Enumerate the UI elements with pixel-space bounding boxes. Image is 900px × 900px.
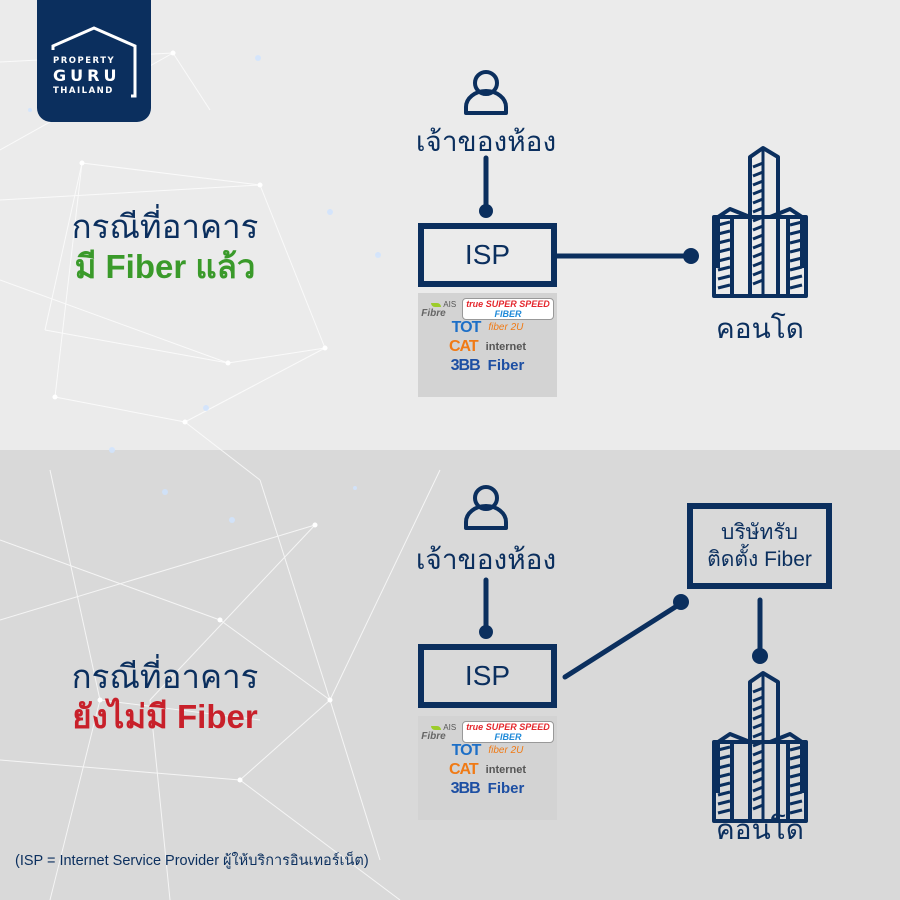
connector-dot	[479, 204, 493, 218]
logo-text-property: PROPERTY	[53, 56, 116, 66]
condo-label: คอนโด	[716, 814, 804, 845]
condo-label: คอนโด	[716, 313, 804, 344]
isp-box: ISP	[418, 223, 557, 287]
isp-installer-connector	[562, 601, 683, 680]
case-title-line1: กรณีที่อาคาร	[71, 208, 259, 245]
owner-person-icon	[464, 485, 508, 530]
logo-text-guru: GURU	[53, 66, 121, 85]
installer-line2: ติดตั้ง Fiber	[707, 548, 812, 571]
isp-footnote: (ISP = Internet Service Provider ผู้ให้บ…	[15, 853, 369, 869]
connector-dot	[752, 648, 768, 664]
logo-text-thailand: THAILAND	[53, 86, 114, 96]
isp-box: ISP	[418, 644, 557, 708]
connector-dot	[479, 625, 493, 639]
fiber-installer-box: บริษัทรับ ติดตั้ง Fiber	[687, 503, 832, 589]
condo-building-icon	[712, 671, 808, 823]
owner-label: เจ้าของห้อง	[415, 544, 557, 575]
case-title-line2: มี Fiber แล้ว	[74, 248, 256, 285]
connector-dot	[673, 594, 689, 610]
installer-line1: บริษัทรับ	[721, 521, 798, 544]
owner-label: เจ้าของห้อง	[415, 126, 557, 157]
isp-label: ISP	[464, 660, 511, 691]
brand-logo[interactable]: PROPERTY GURU THAILAND	[37, 0, 151, 122]
case-title-no-fiber: กรณีที่อาคาร ยังไม่มี Fiber	[40, 657, 290, 737]
owner-person-icon	[464, 70, 508, 115]
case-title-line2: ยังไม่มี Fiber	[72, 698, 258, 735]
house-outline-icon	[51, 26, 137, 98]
case-title-has-fiber: กรณีที่อาคาร มี Fiber แล้ว	[40, 207, 290, 287]
connector-dot	[683, 248, 699, 264]
case-title-line1: กรณีที่อาคาร	[71, 658, 259, 695]
isp-label: ISP	[464, 239, 511, 270]
condo-building-icon	[712, 146, 808, 298]
